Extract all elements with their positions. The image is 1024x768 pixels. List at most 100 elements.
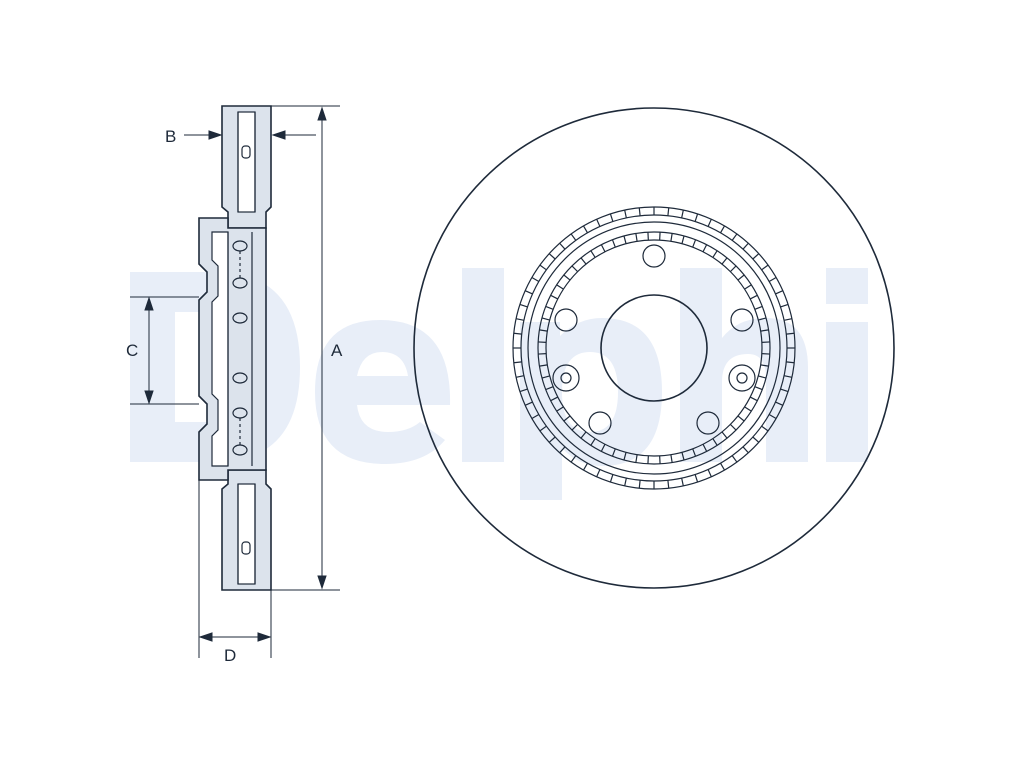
lower-vent-slot bbox=[241, 541, 251, 555]
inner-slot-tick bbox=[571, 265, 579, 273]
inner-slot-tick bbox=[611, 239, 616, 248]
inner-slot-tick bbox=[712, 250, 718, 258]
outer-slot-tick bbox=[707, 469, 712, 478]
disc-side-section bbox=[198, 105, 272, 591]
inner-slot-tick bbox=[611, 448, 616, 457]
outer-slot-tick bbox=[515, 375, 525, 378]
wheel-bolt-hole-upper-left bbox=[554, 308, 578, 332]
inner-slot-tick bbox=[590, 250, 596, 258]
outer-slot-tick bbox=[519, 388, 528, 393]
dim-b-label: B bbox=[165, 127, 176, 146]
outer-slot-tick bbox=[761, 264, 769, 271]
outer-slot-tick bbox=[624, 209, 627, 219]
hat-ring-inner-3 bbox=[537, 231, 771, 465]
watermark-letter-l bbox=[462, 268, 504, 462]
inner-slot-tick bbox=[635, 454, 638, 463]
inner-slot-tick bbox=[744, 284, 752, 290]
outer-slot-tick bbox=[780, 303, 789, 308]
outer-slot-tick bbox=[524, 401, 533, 406]
outer-slot-tick bbox=[570, 233, 577, 241]
inner-slot-tick bbox=[737, 274, 745, 281]
outer-slot-tick bbox=[609, 474, 614, 483]
watermark-letter-e bbox=[315, 320, 451, 464]
outer-slot-tick bbox=[707, 218, 712, 227]
inner-slot-tick bbox=[754, 386, 763, 391]
dim-a-arrow-top bbox=[317, 106, 327, 121]
inner-slot-tick bbox=[712, 438, 718, 446]
outer-slot-tick bbox=[609, 213, 614, 222]
outer-slot-tick bbox=[559, 446, 566, 454]
watermark-letter-h bbox=[680, 268, 808, 462]
upper-vent-gap bbox=[237, 111, 256, 213]
outer-slot-tick bbox=[775, 290, 784, 295]
centre-bore bbox=[600, 294, 708, 402]
inner-slot-tick bbox=[623, 452, 627, 461]
disc-outer-edge bbox=[413, 107, 895, 589]
inner-slot-tick bbox=[692, 239, 697, 248]
dim-c-arrow-top bbox=[144, 296, 154, 311]
outer-slot-tick bbox=[742, 446, 749, 454]
hat-outer-ring bbox=[512, 206, 796, 490]
inner-slot-tick bbox=[692, 448, 697, 457]
inner-slot-tick bbox=[550, 294, 559, 300]
hat-ring-inner-4 bbox=[545, 239, 763, 457]
inner-slot-tick bbox=[563, 415, 571, 422]
wheel-bolt-hole-lower-left bbox=[588, 411, 612, 435]
inner-slot-tick bbox=[721, 431, 728, 439]
outer-slot-tick bbox=[761, 425, 769, 432]
outer-slot-tick bbox=[752, 253, 760, 260]
inner-slot-tick bbox=[563, 274, 571, 281]
dim-b-right-arrow bbox=[271, 130, 286, 140]
inner-slot-tick bbox=[539, 329, 548, 332]
section-bolt-hole-4 bbox=[232, 372, 248, 384]
inner-slot-tick bbox=[556, 284, 564, 290]
inner-slot-tick bbox=[749, 396, 758, 402]
dimension-labels: A B C D bbox=[126, 127, 343, 665]
outer-slot-tick bbox=[548, 436, 556, 443]
hat-ring-inner-2 bbox=[527, 221, 781, 475]
inner-slot-tick bbox=[754, 305, 763, 310]
wheel-bolt-hole-lower-right bbox=[696, 411, 720, 435]
outer-slot-tick bbox=[515, 318, 525, 321]
outer-slot-tick bbox=[531, 276, 540, 283]
outer-slot-tick bbox=[596, 469, 601, 478]
outer-slot-tick bbox=[531, 413, 540, 420]
locating-hole-right-inner bbox=[736, 372, 748, 384]
inner-slot-tick bbox=[556, 406, 564, 412]
outer-slot-tick bbox=[786, 361, 795, 364]
cooling-slot-ticks bbox=[513, 207, 795, 489]
outer-slot-tick bbox=[570, 455, 577, 463]
inner-slot-tick bbox=[744, 406, 752, 412]
inner-slot-tick bbox=[758, 317, 767, 321]
outer-slot-tick bbox=[768, 413, 777, 420]
dim-c-label: C bbox=[126, 341, 138, 360]
inner-slot-tick bbox=[580, 257, 587, 265]
outer-slot-tick bbox=[694, 474, 699, 483]
outer-slot-tick bbox=[694, 213, 699, 222]
outer-slot-tick bbox=[742, 242, 749, 250]
outer-slot-tick bbox=[624, 477, 627, 487]
inner-slot-tick bbox=[590, 438, 596, 446]
outer-slot-tick bbox=[548, 253, 556, 260]
inner-slot-tick bbox=[623, 235, 627, 244]
lower-vent-gap bbox=[237, 483, 256, 585]
inner-slot-tick bbox=[545, 386, 554, 391]
hat-ring-inner-1 bbox=[520, 214, 788, 482]
outer-slot-tick bbox=[638, 207, 641, 216]
inner-slot-tick bbox=[749, 294, 758, 300]
inner-slot-tick bbox=[758, 375, 767, 379]
outer-slot-tick bbox=[667, 207, 670, 216]
inner-slot-tick bbox=[760, 364, 769, 367]
dim-d-label: D bbox=[224, 646, 236, 665]
outer-slot-tick bbox=[524, 290, 533, 295]
inner-slot-tick bbox=[670, 454, 673, 463]
inner-slot-tick bbox=[737, 415, 745, 422]
dim-a-arrow-bottom bbox=[317, 575, 327, 590]
inner-slot-tick bbox=[571, 423, 579, 431]
inner-slot-tick bbox=[550, 396, 559, 402]
upper-vent-slot bbox=[241, 145, 251, 159]
inner-slot-tick bbox=[681, 452, 685, 461]
outer-slot-tick bbox=[681, 209, 684, 219]
outer-slot-tick bbox=[582, 462, 589, 471]
